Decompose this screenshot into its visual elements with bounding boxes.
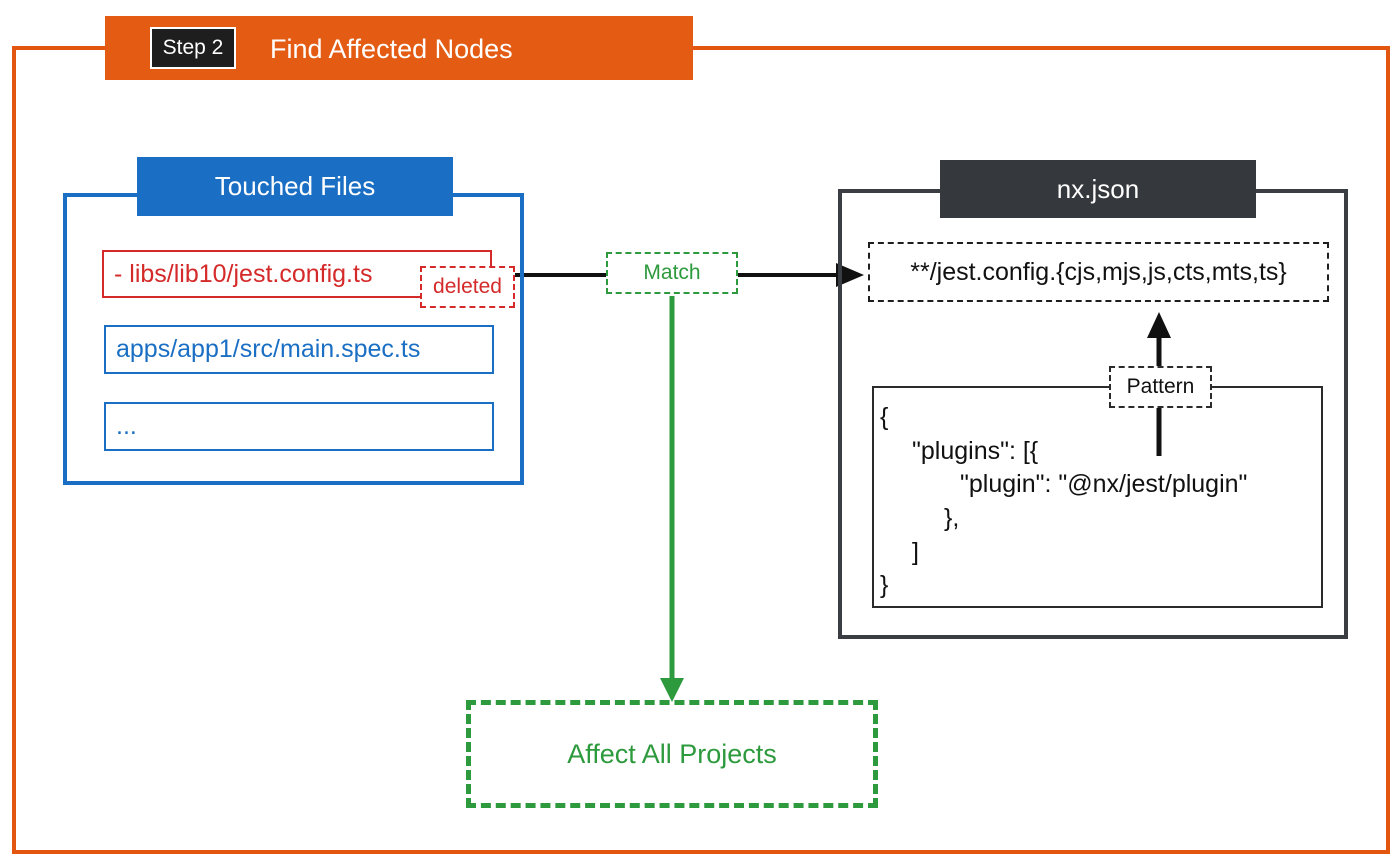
file-row-main-spec: apps/app1/src/main.spec.ts xyxy=(104,325,494,374)
touched-files-header: Touched Files xyxy=(137,157,453,216)
code-line: ] xyxy=(912,538,919,566)
glob-pattern-box: **/jest.config.{cjs,mjs,js,cts,mts,ts} xyxy=(868,242,1329,302)
code-line: "plugin": "@nx/jest/plugin" xyxy=(960,470,1248,498)
step-title: Find Affected Nodes xyxy=(270,33,513,64)
file-row-deleted: - libs/lib10/jest.config.ts xyxy=(102,250,492,298)
deleted-tag: deleted xyxy=(420,266,515,308)
plugin-config-box: { "plugins": [{ "plugin": "@nx/jest/plug… xyxy=(872,386,1323,608)
pattern-arrowhead xyxy=(1147,312,1171,338)
match-arrowhead xyxy=(836,263,864,287)
code-line: } xyxy=(880,571,889,599)
pattern-label: Pattern xyxy=(1109,366,1212,408)
outer-frame xyxy=(12,46,1390,854)
code-line: "plugins": [{ xyxy=(912,437,1039,465)
affect-arrowhead xyxy=(660,678,684,702)
code-line: { xyxy=(880,403,889,431)
affect-all-projects-box: Affect All Projects xyxy=(466,700,878,808)
step-badge: Step 2 xyxy=(150,27,236,69)
match-label: Match xyxy=(606,252,738,294)
file-row-more: ... xyxy=(104,402,494,451)
code-line: }, xyxy=(944,504,960,532)
nx-json-header: nx.json xyxy=(940,160,1256,218)
